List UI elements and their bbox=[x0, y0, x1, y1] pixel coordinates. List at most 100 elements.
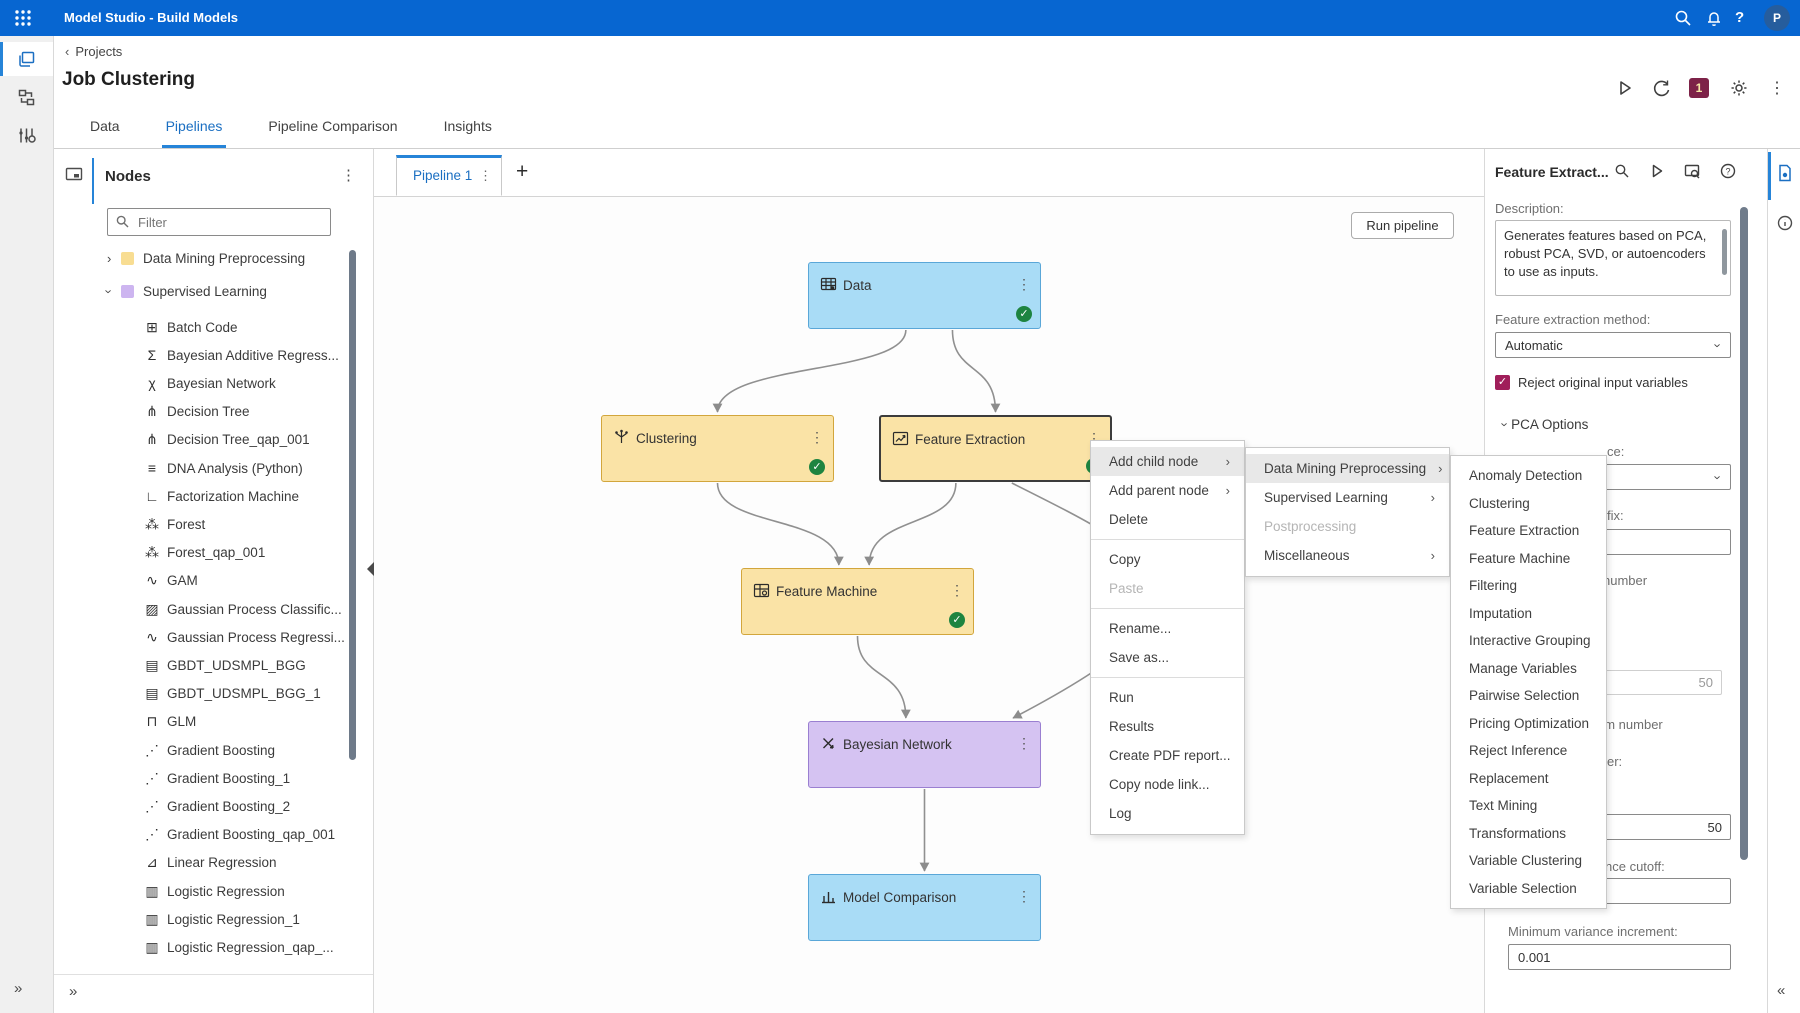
menu-item-results[interactable]: Results bbox=[1091, 712, 1244, 741]
node-type-filtering[interactable]: Filtering bbox=[1451, 572, 1606, 600]
tree-item-gbdt-udsmpl-bgg[interactable]: ▤GBDT_UDSMPL_BGG bbox=[53, 651, 353, 679]
node-type-interactive-grouping[interactable]: Interactive Grouping bbox=[1451, 627, 1606, 655]
tab-pipeline-1[interactable]: Pipeline 1 ⋮ bbox=[396, 155, 502, 196]
tree-item-forest[interactable]: ⁂Forest bbox=[53, 510, 353, 538]
node-type-clustering[interactable]: Clustering bbox=[1451, 490, 1606, 518]
tree-item-gam[interactable]: ∿GAM bbox=[53, 567, 353, 595]
pipeline-node-model-comparison[interactable]: Model Comparison⋮ bbox=[808, 874, 1041, 941]
menu-item-add-child-node[interactable]: Add child node› bbox=[1091, 447, 1244, 476]
nodes-panel-kebab-icon[interactable]: ⋮ bbox=[341, 167, 356, 184]
tree-item-gradient-boosting-qap-001[interactable]: ⋰Gradient Boosting_qap_001 bbox=[53, 821, 353, 849]
tree-item-glm[interactable]: ⊓GLM bbox=[53, 708, 353, 736]
node-kebab-icon[interactable]: ⋮ bbox=[950, 582, 964, 598]
bell-icon[interactable] bbox=[1703, 7, 1725, 29]
run-pipeline-button[interactable]: Run pipeline bbox=[1351, 212, 1454, 239]
panel-run-icon[interactable] bbox=[1648, 162, 1668, 182]
properties-doc-icon[interactable] bbox=[1776, 164, 1794, 182]
description-scrollbar[interactable] bbox=[1722, 229, 1727, 275]
node-type-feature-extraction[interactable]: Feature Extraction bbox=[1451, 517, 1606, 545]
filter-field[interactable] bbox=[107, 208, 331, 236]
chevron-down-icon[interactable]: › bbox=[101, 288, 117, 294]
node-kebab-icon[interactable]: ⋮ bbox=[1017, 888, 1031, 904]
min-variance-input[interactable]: 0.001 bbox=[1508, 944, 1731, 970]
nodes-tree-scrollbar[interactable] bbox=[349, 250, 356, 760]
submenu-item-data-mining-preprocessing[interactable]: Data Mining Preprocessing› bbox=[1246, 454, 1449, 483]
node-type-variable-clustering[interactable]: Variable Clustering bbox=[1451, 847, 1606, 875]
pipeline-node-feature-machine[interactable]: Feature Machine⋮✓ bbox=[741, 568, 974, 635]
panel-help-icon[interactable]: ? bbox=[1719, 162, 1739, 182]
projects-icon[interactable] bbox=[0, 42, 53, 76]
avatar[interactable]: P bbox=[1764, 5, 1790, 31]
tree-item-gbdt-udsmpl-bgg-1[interactable]: ▤GBDT_UDSMPL_BGG_1 bbox=[53, 680, 353, 708]
node-type-pricing-optimization[interactable]: Pricing Optimization bbox=[1451, 710, 1606, 738]
node-kebab-icon[interactable]: ⋮ bbox=[810, 429, 824, 445]
properties-scrollbar[interactable] bbox=[1740, 207, 1748, 860]
menu-item-run[interactable]: Run bbox=[1091, 683, 1244, 712]
panel-search-icon[interactable] bbox=[1613, 162, 1633, 182]
tree-item-factorization-machine[interactable]: ∟Factorization Machine bbox=[53, 482, 353, 510]
nodes-panel-collapse-chevrons[interactable]: » bbox=[69, 983, 78, 1000]
pca-options-section[interactable]: › PCA Options bbox=[1498, 417, 1589, 432]
panel-report-icon[interactable] bbox=[1683, 162, 1703, 182]
pipeline-node-feature-extraction[interactable]: Feature Extraction⋮✓ bbox=[879, 415, 1112, 482]
menu-item-save-as[interactable]: Save as... bbox=[1091, 643, 1244, 672]
more-kebab-icon[interactable]: ⋮ bbox=[1769, 80, 1785, 97]
node-type-imputation[interactable]: Imputation bbox=[1451, 600, 1606, 628]
menu-item-delete[interactable]: Delete bbox=[1091, 505, 1244, 534]
tree-item-gradient-boosting[interactable]: ⋰Gradient Boosting bbox=[53, 736, 353, 764]
tree-item-linear-regression[interactable]: ⊿Linear Regression bbox=[53, 849, 353, 877]
collapse-nodes-panel-handle[interactable] bbox=[367, 562, 374, 576]
pipelines-icon[interactable] bbox=[0, 80, 53, 114]
tab-data[interactable]: Data bbox=[90, 118, 120, 134]
menu-item-create-pdf-report[interactable]: Create PDF report... bbox=[1091, 741, 1244, 770]
menu-item-rename[interactable]: Rename... bbox=[1091, 614, 1244, 643]
filter-input[interactable] bbox=[136, 211, 325, 233]
submenu-item-supervised-learning[interactable]: Supervised Learning› bbox=[1246, 483, 1449, 512]
rail-collapse-chevrons[interactable]: » bbox=[14, 980, 23, 997]
search-icon[interactable] bbox=[1672, 7, 1694, 29]
tree-item-logistic-regression[interactable]: ▥Logistic Regression bbox=[53, 877, 353, 905]
tree-item-decision-tree-qap-001[interactable]: ⋔Decision Tree_qap_001 bbox=[53, 426, 353, 454]
node-type-feature-machine[interactable]: Feature Machine bbox=[1451, 545, 1606, 573]
tree-item-gradient-boosting-1[interactable]: ⋰Gradient Boosting_1 bbox=[53, 764, 353, 792]
tab-pipelines[interactable]: Pipelines bbox=[161, 118, 227, 148]
tab-insights[interactable]: Insights bbox=[443, 118, 492, 134]
apps-grid-icon[interactable] bbox=[12, 7, 34, 29]
pipeline-node-bayesian-network[interactable]: Bayesian Network⋮ bbox=[808, 721, 1041, 788]
node-type-anomaly-detection[interactable]: Anomaly Detection bbox=[1451, 462, 1606, 490]
info-icon[interactable] bbox=[1776, 214, 1794, 232]
node-type-reject-inference[interactable]: Reject Inference bbox=[1451, 737, 1606, 765]
notification-badge[interactable]: 1 bbox=[1689, 78, 1709, 98]
method-select[interactable]: Automatic › bbox=[1495, 332, 1731, 358]
tree-item-forest-qap-001[interactable]: ⁂Forest_qap_001 bbox=[53, 539, 353, 567]
pipeline-node-data[interactable]: Data⋮✓ bbox=[808, 262, 1041, 329]
tree-group-supervised-learning[interactable]: ›Supervised Learning bbox=[53, 277, 353, 305]
panel-toggle-icon[interactable] bbox=[65, 166, 83, 187]
tree-item-batch-code[interactable]: ⊞Batch Code bbox=[53, 313, 353, 341]
tree-item-gaussian-process-regressi-[interactable]: ∿Gaussian Process Regressi... bbox=[53, 623, 353, 651]
tree-group-data-mining-preprocessing[interactable]: ›Data Mining Preprocessing bbox=[53, 244, 353, 272]
run-icon[interactable] bbox=[1615, 78, 1637, 100]
variables-icon[interactable] bbox=[0, 118, 53, 152]
pipeline-tab-kebab-icon[interactable]: ⋮ bbox=[479, 168, 492, 183]
submenu-item-miscellaneous[interactable]: Miscellaneous› bbox=[1246, 541, 1449, 570]
tree-item-logistic-regression-qap-[interactable]: ▥Logistic Regression_qap_... bbox=[53, 933, 353, 961]
node-type-pairwise-selection[interactable]: Pairwise Selection bbox=[1451, 682, 1606, 710]
refresh-icon[interactable] bbox=[1652, 78, 1674, 100]
node-kebab-icon[interactable]: ⋮ bbox=[1017, 735, 1031, 751]
tree-item-model-composer[interactable]: ⊕Model Composer bbox=[53, 962, 353, 968]
menu-item-add-parent-node[interactable]: Add parent node› bbox=[1091, 476, 1244, 505]
node-type-manage-variables[interactable]: Manage Variables bbox=[1451, 655, 1606, 683]
tree-item-dna-analysis-python-[interactable]: ≡DNA Analysis (Python) bbox=[53, 454, 353, 482]
settings-gear-icon[interactable] bbox=[1729, 78, 1751, 100]
tab-pipeline-comparison[interactable]: Pipeline Comparison bbox=[268, 118, 398, 134]
tree-item-logistic-regression-1[interactable]: ▥Logistic Regression_1 bbox=[53, 905, 353, 933]
node-type-text-mining[interactable]: Text Mining bbox=[1451, 792, 1606, 820]
menu-item-copy[interactable]: Copy bbox=[1091, 545, 1244, 574]
description-textarea[interactable]: Generates features based on PCA, robust … bbox=[1495, 220, 1731, 296]
breadcrumb[interactable]: ‹Projects bbox=[65, 44, 122, 59]
tree-item-gradient-boosting-2[interactable]: ⋰Gradient Boosting_2 bbox=[53, 792, 353, 820]
node-type-replacement[interactable]: Replacement bbox=[1451, 765, 1606, 793]
